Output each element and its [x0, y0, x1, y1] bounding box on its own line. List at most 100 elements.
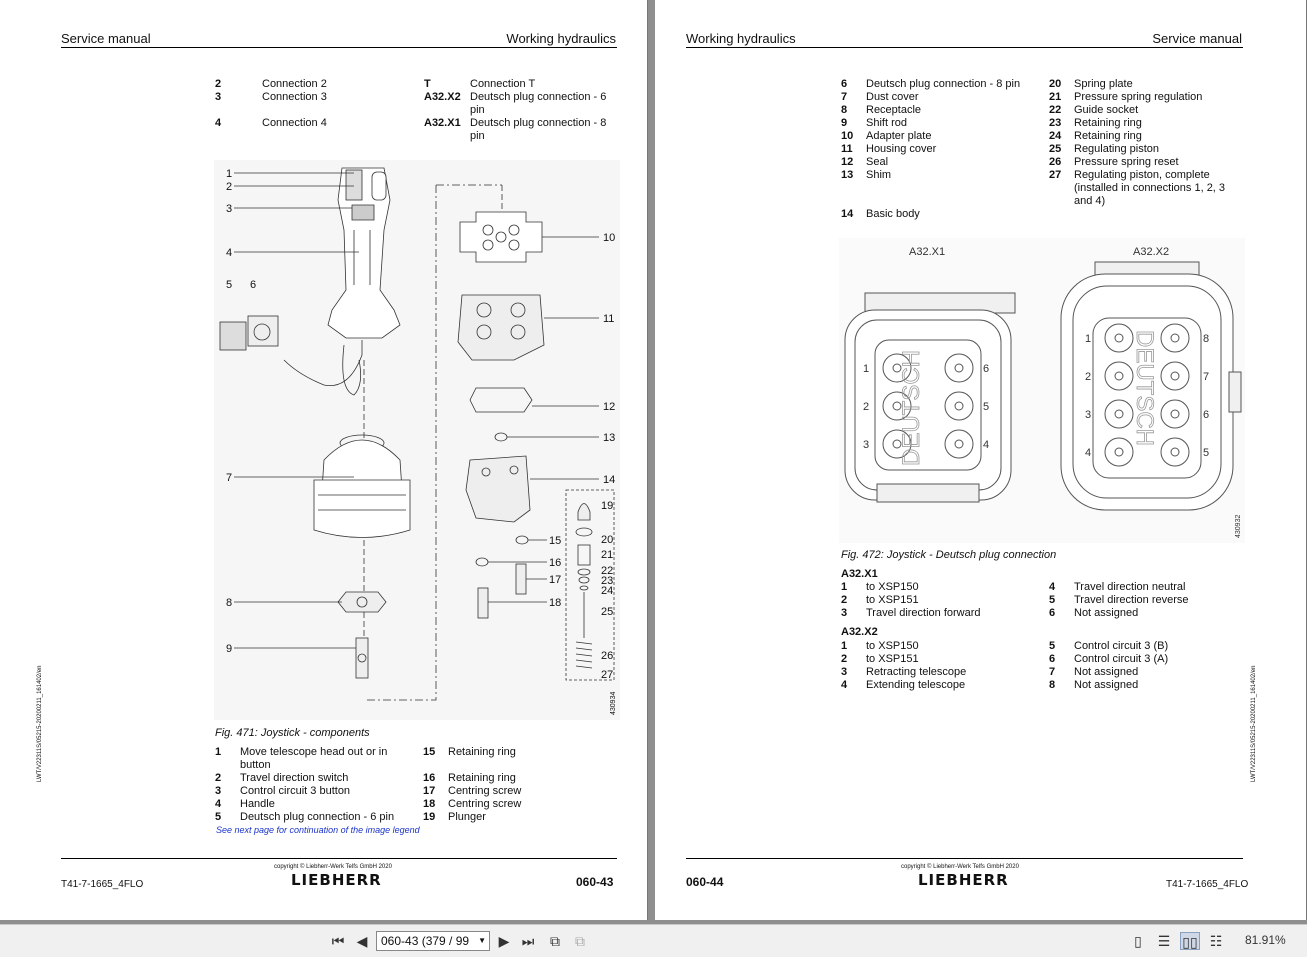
callout-2: 2 — [226, 181, 232, 193]
callout-6: 6 — [250, 279, 256, 291]
callout-26: 26 — [601, 650, 613, 662]
figure-caption: Fig. 471: Joystick - components — [215, 727, 370, 739]
x2-section-title: A32.X2 — [841, 626, 878, 638]
callout-4: 4 — [226, 247, 232, 259]
page-number: 060-43 — [576, 875, 614, 889]
previous-page-icon[interactable]: ◀ — [356, 933, 368, 949]
callout-11: 11 — [603, 313, 614, 325]
callout-18: 18 — [549, 597, 561, 609]
viewer-toolbar: ⏮ ◀ 060-43 (379 / 99 ▼ ▶ ⏭ ⧉ ⧉ ▯ ☰ ▯▯ ☷ … — [0, 924, 1307, 957]
callout-10: 10 — [603, 232, 615, 244]
connector-x1 — [844, 292, 1016, 503]
table-row: 2 Connection 2 T Connection T — [215, 78, 536, 90]
page-number: 060-44 — [686, 875, 724, 889]
callout-16: 16 — [549, 557, 561, 569]
connection-table: 2 Connection 2 T Connection T 3 Connecti… — [215, 78, 615, 143]
table-row: 3 Connection 3 A32.X2 Deutsch plug conne… — [215, 91, 607, 116]
connector-x2-title: A32.X2 — [1133, 246, 1169, 258]
callout-9: 9 — [226, 643, 232, 655]
side-reference: LWT/V22311S/05215-20200211_161402/en — [1251, 665, 1257, 782]
svg-text:2: 2 — [1085, 371, 1091, 383]
svg-text:6: 6 — [983, 363, 989, 375]
side-reference: LWT/V22311S/05215-20200211_161402/en — [37, 665, 43, 782]
deutsch-brand-x1: DEUTSCH — [898, 350, 925, 466]
svg-text:5: 5 — [1203, 447, 1209, 459]
figure-caption: Fig. 472: Joystick - Deutsch plug connec… — [841, 549, 1057, 561]
svg-text:2: 2 — [863, 401, 869, 413]
connector-x2 — [1060, 261, 1242, 511]
first-page-icon[interactable]: ⏮ — [331, 933, 345, 949]
figure-id: 430934 — [610, 692, 617, 715]
svg-text:8: 8 — [1203, 333, 1209, 345]
callout-23: 23 — [601, 575, 613, 587]
connector-x1-title: A32.X1 — [909, 246, 945, 258]
header-left: Working hydraulics — [686, 31, 796, 46]
joystick-exploded-figure: 1 2 3 4 5 6 7 8 9 10 11 12 13 14 15 16 1… — [214, 160, 620, 720]
document-viewport[interactable]: Service manual Working hydraulics 2 Conn… — [0, 0, 1307, 924]
go-forward-icon[interactable]: ⧉ — [575, 933, 585, 949]
go-back-icon[interactable]: ⧉ — [550, 933, 560, 949]
callout-21: 21 — [601, 549, 613, 561]
callout-3: 3 — [226, 203, 232, 215]
two-page-continuous-icon[interactable]: ☷ — [1209, 933, 1223, 949]
callout-12: 12 — [603, 401, 615, 413]
continuous-view-icon[interactable]: ☰ — [1157, 933, 1171, 949]
page-selector[interactable]: 060-43 (379 / 99 ▼ — [376, 931, 490, 951]
header-rule — [61, 47, 617, 48]
table-row: 5 Deutsch plug connection - 6 pin 19 Plu… — [215, 811, 486, 823]
header-left: Service manual — [61, 31, 151, 46]
table-row: 4 Connection 4 A32.X1 Deutsch plug conne… — [215, 117, 607, 142]
callout-13: 13 — [603, 432, 615, 444]
page-060-43: Service manual Working hydraulics 2 Conn… — [0, 0, 648, 920]
svg-text:4: 4 — [1085, 447, 1091, 459]
next-page-icon[interactable]: ▶ — [498, 933, 510, 949]
callout-7: 7 — [226, 472, 232, 484]
doc-code: T41-7-1665_4FLO — [61, 879, 144, 890]
liebherr-logo: LIEBHERR — [918, 871, 1009, 889]
svg-text:3: 3 — [1085, 409, 1091, 421]
table-row: 2 Travel direction switch 16 Retaining r… — [215, 772, 516, 784]
callout-15: 15 — [549, 535, 561, 547]
callout-14: 14 — [603, 474, 615, 486]
continuation-link[interactable]: See next page for continuation of the im… — [216, 825, 420, 835]
footer-rule — [61, 858, 617, 859]
header-right: Working hydraulics — [506, 31, 616, 46]
svg-text:1: 1 — [1085, 333, 1091, 345]
single-page-view-icon[interactable]: ▯ — [1134, 933, 1142, 949]
last-page-icon[interactable]: ⏭ — [521, 933, 535, 949]
doc-code: T41-7-1665_4FLO — [1166, 879, 1249, 890]
legend-table: 1 Move telescope head out or in button 1… — [215, 746, 615, 824]
header-rule — [686, 47, 1243, 48]
header-right: Service manual — [1152, 31, 1242, 46]
svg-text:1: 1 — [863, 363, 869, 375]
callout-17: 17 — [549, 574, 561, 586]
callout-19: 19 — [601, 500, 613, 512]
svg-text:7: 7 — [1203, 371, 1209, 383]
table-row: 4 Handle 18 Centring screw — [215, 798, 522, 810]
two-page-view-icon[interactable]: ▯▯ — [1180, 932, 1200, 950]
callout-27: 27 — [601, 669, 613, 681]
x1-section-title: A32.X1 — [841, 568, 878, 580]
footer-rule — [686, 858, 1243, 859]
callout-1: 1 — [226, 168, 232, 180]
svg-text:4: 4 — [983, 439, 989, 451]
zoom-level[interactable]: 81.91% — [1245, 933, 1286, 947]
callout-5: 5 — [226, 279, 232, 291]
